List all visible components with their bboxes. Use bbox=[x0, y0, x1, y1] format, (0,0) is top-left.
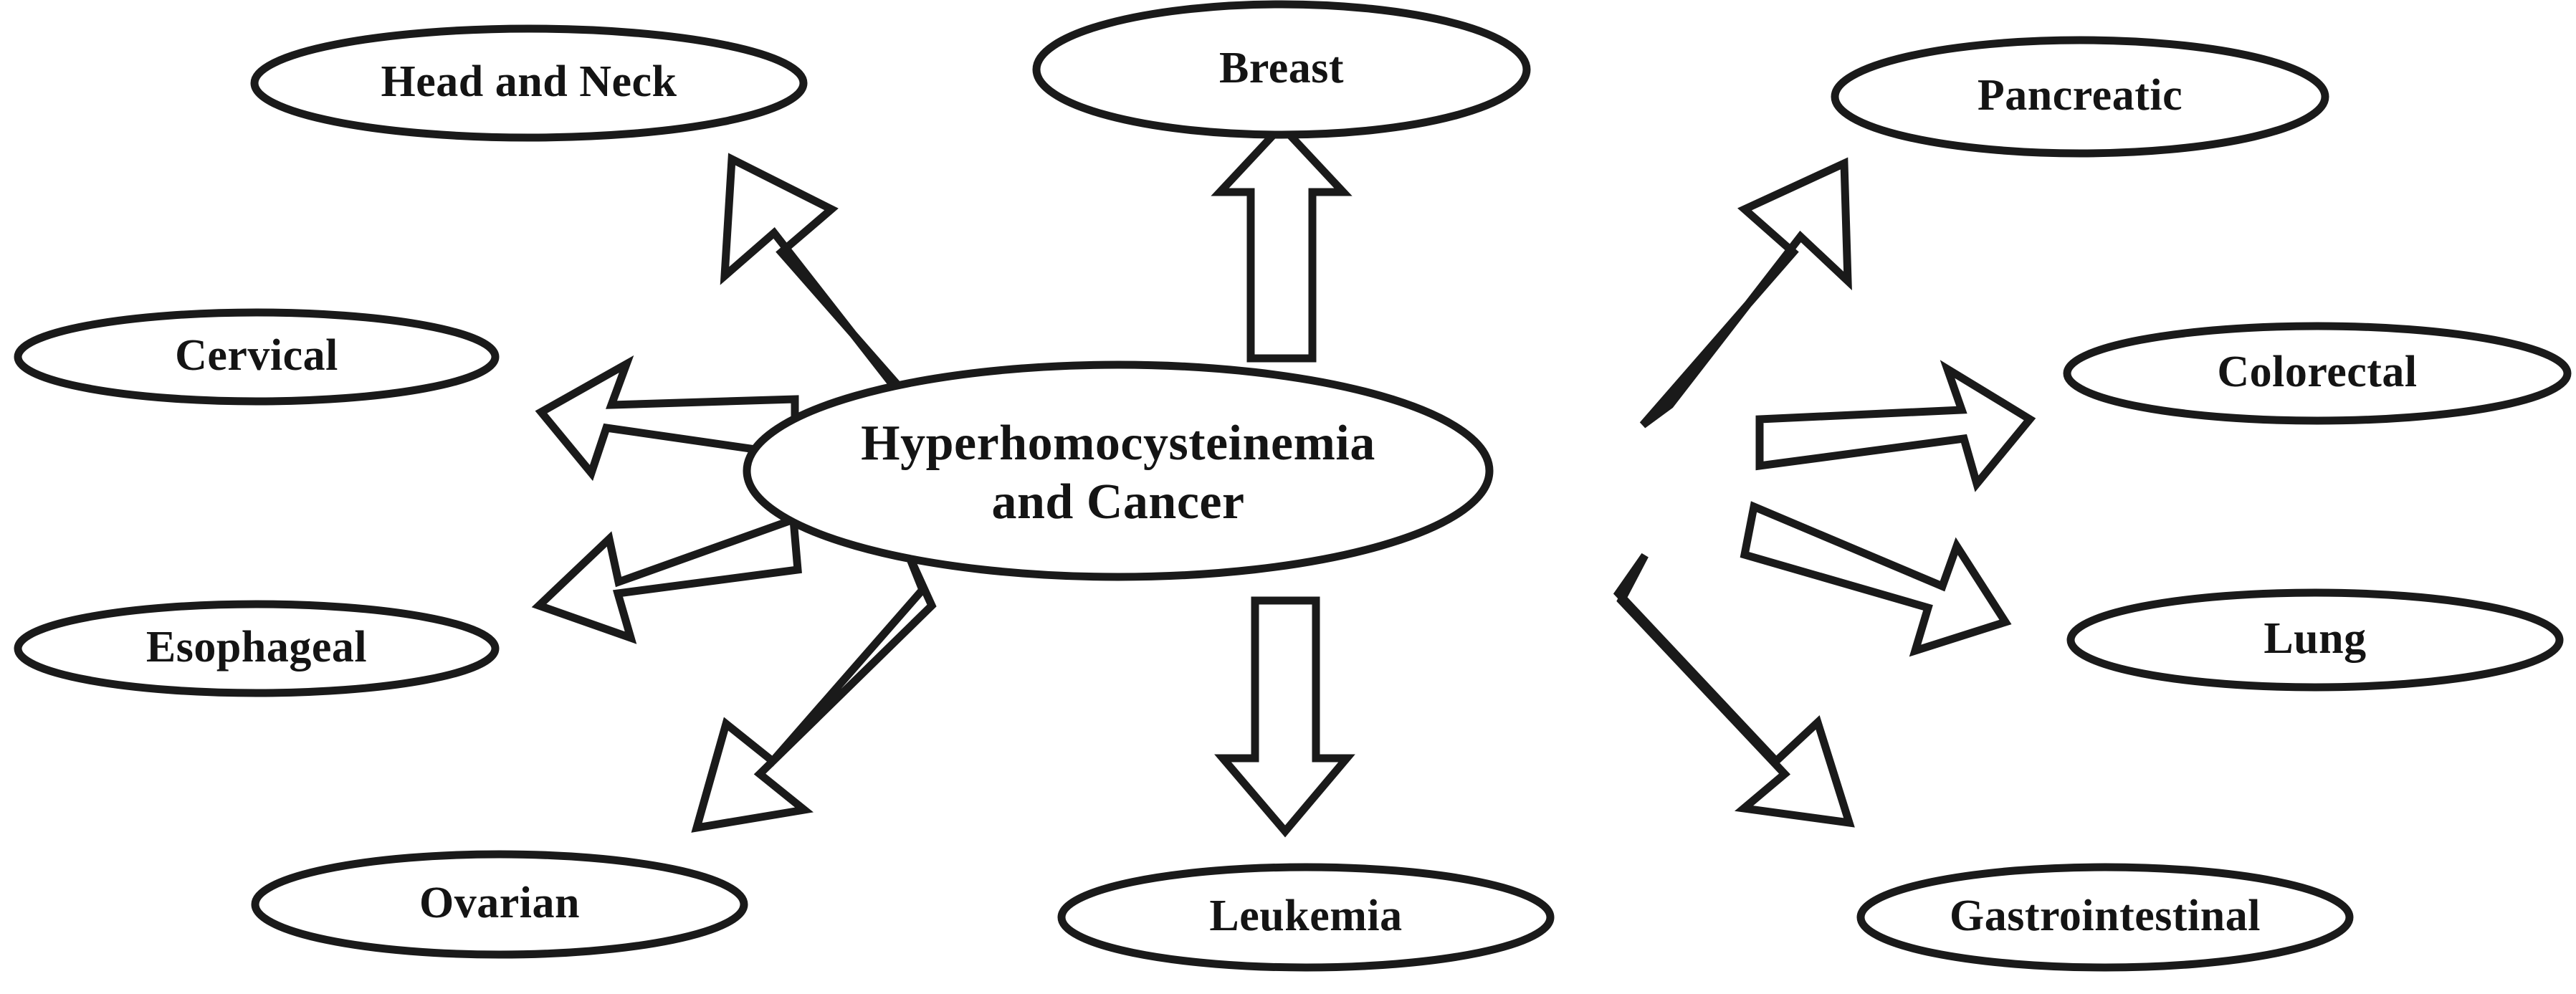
node-cervical[interactable]: Cervical bbox=[14, 308, 500, 406]
node-center-hyperhomocysteinemia[interactable]: Hyperhomocysteinemia and Cancer bbox=[743, 360, 1494, 581]
node-ellipse-colorectal bbox=[2063, 322, 2572, 425]
node-ellipse-pancreatic bbox=[1831, 36, 2329, 158]
arrow-to-ovarian bbox=[691, 548, 937, 833]
node-label-center-line2: and Cancer bbox=[991, 474, 1244, 530]
node-label-ovarian: Ovarian bbox=[419, 879, 580, 927]
node-ellipse-leukemia bbox=[1057, 863, 1555, 972]
node-label-center-line1: Hyperhomocysteinemia bbox=[861, 416, 1375, 471]
node-breast[interactable]: Breast bbox=[1032, 0, 1531, 139]
node-ellipse-breast bbox=[1032, 0, 1531, 139]
node-label-head-and-neck: Head and Neck bbox=[381, 57, 677, 106]
node-esophageal[interactable]: Esophageal bbox=[14, 600, 500, 697]
node-label-breast: Breast bbox=[1219, 44, 1344, 92]
arrow-to-gastrointestinal bbox=[1613, 553, 1855, 828]
node-label-pancreatic: Pancreatic bbox=[1978, 71, 2183, 120]
arrow-to-leukemia bbox=[1214, 596, 1355, 838]
node-ellipse-ovarian bbox=[251, 850, 748, 959]
node-label-leukemia: Leukemia bbox=[1209, 892, 1402, 940]
node-ellipse-esophageal bbox=[14, 600, 500, 697]
node-label-colorectal: Colorectal bbox=[2217, 348, 2417, 396]
arrow-to-lung bbox=[1740, 501, 2012, 657]
node-ellipse-lung bbox=[2066, 588, 2564, 692]
arrow-to-pancreatic bbox=[1639, 157, 1852, 429]
node-leukemia[interactable]: Leukemia bbox=[1057, 863, 1555, 972]
node-pancreatic[interactable]: Pancreatic bbox=[1831, 36, 2329, 158]
node-ellipse-head-and-neck bbox=[250, 24, 808, 142]
node-label-gastrointestinal: Gastrointestinal bbox=[1950, 892, 2261, 940]
node-label-lung: Lung bbox=[2263, 614, 2366, 663]
node-ellipse-cervical bbox=[14, 308, 500, 406]
node-colorectal[interactable]: Colorectal bbox=[2063, 322, 2572, 425]
arrow-to-colorectal bbox=[1755, 360, 2036, 492]
node-ovarian[interactable]: Ovarian bbox=[251, 850, 748, 959]
node-gastrointestinal[interactable]: Gastrointestinal bbox=[1856, 863, 2354, 972]
node-head-and-neck[interactable]: Head and Neck bbox=[250, 24, 808, 142]
arrow-to-breast bbox=[1211, 120, 1353, 363]
node-label-cervical: Cervical bbox=[175, 331, 338, 380]
node-lung[interactable]: Lung bbox=[2066, 588, 2564, 692]
arrow-to-head-and-neck bbox=[720, 153, 939, 431]
arrow-to-esophageal bbox=[531, 514, 802, 644]
node-ellipse-gastrointestinal bbox=[1856, 863, 2354, 972]
node-label-esophageal: Esophageal bbox=[146, 623, 367, 672]
node-ellipse-center bbox=[743, 360, 1494, 581]
